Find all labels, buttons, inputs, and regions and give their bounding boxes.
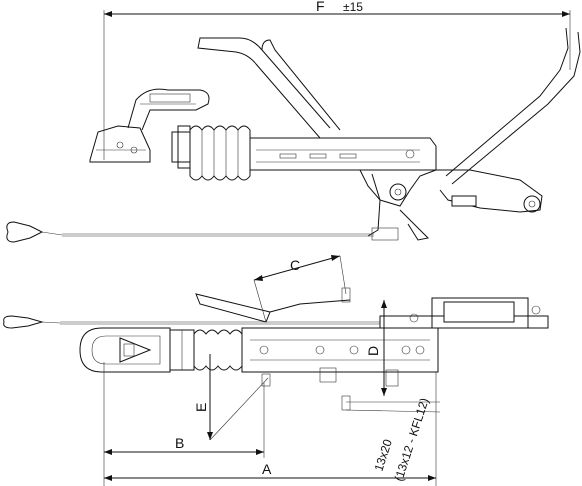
dimension-f-label: F <box>316 0 325 14</box>
dimension-e-label: E <box>193 403 209 412</box>
dimension-f-tolerance: ±15 <box>343 0 363 14</box>
dimension-d-label: D <box>365 346 381 356</box>
plan-view <box>3 287 549 411</box>
side-view: F ±15 <box>6 0 581 243</box>
bolt-size-secondary: (13x12 - KFL12) <box>392 396 432 483</box>
plan-dimensions: A B E C D 13x20 (13x12 - KFL12) <box>103 255 441 486</box>
dimension-c-label: C <box>290 257 300 273</box>
dimension-b-label: B <box>175 435 184 451</box>
dimension-a-label: A <box>262 461 272 477</box>
bolt-size-primary: 13x20 <box>372 437 396 473</box>
